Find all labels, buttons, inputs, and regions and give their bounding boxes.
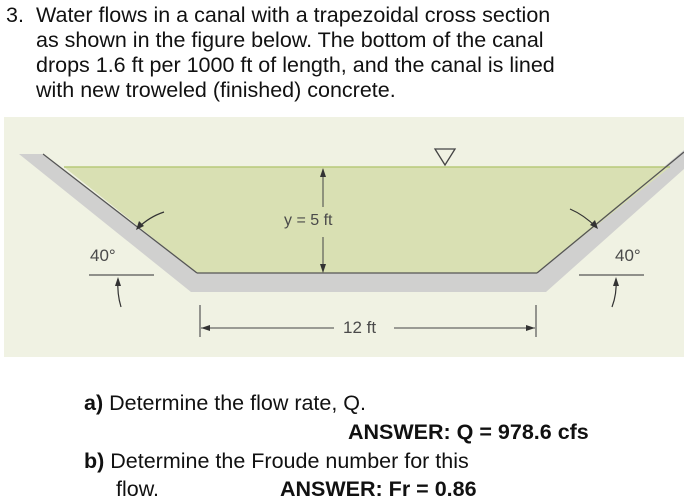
water-body bbox=[64, 167, 670, 273]
question-b-letter: b) bbox=[84, 449, 105, 473]
question-b-continuation: flow. bbox=[116, 477, 160, 501]
free-surface-triangle-icon bbox=[433, 148, 457, 167]
problem-line-1: Water flows in a canal with a trapezoida… bbox=[36, 3, 551, 27]
question-a-letter: a) bbox=[84, 391, 104, 415]
canal-cross-section-figure: y = 5 ft 12 ft 40° 40° bbox=[4, 117, 684, 357]
question-b: b) Determine the Froude number for this bbox=[84, 449, 469, 474]
width-label: 12 ft bbox=[343, 318, 377, 337]
problem-line-3: drops 1.6 ft per 1000 ft of length, and … bbox=[36, 53, 555, 77]
question-a-text: Determine the flow rate, Q. bbox=[103, 391, 367, 415]
canal-diagram bbox=[19, 148, 684, 337]
right-angle-label: 40° bbox=[615, 246, 641, 265]
answer-b: ANSWER: Fr = 0.86 bbox=[280, 477, 477, 501]
problem-line-2: as shown in the figure below. The bottom… bbox=[36, 28, 544, 52]
answer-a: ANSWER: Q = 978.6 cfs bbox=[348, 420, 589, 444]
question-b-text: Determine the Froude number for this bbox=[104, 449, 469, 473]
left-angle-label: 40° bbox=[90, 246, 116, 265]
problem-line-4: with new troweled (finished) concrete. bbox=[36, 78, 396, 102]
problem-number: 3. bbox=[6, 3, 24, 27]
depth-label: y = 5 ft bbox=[284, 212, 333, 229]
question-a: a) Determine the flow rate, Q. bbox=[84, 391, 366, 416]
